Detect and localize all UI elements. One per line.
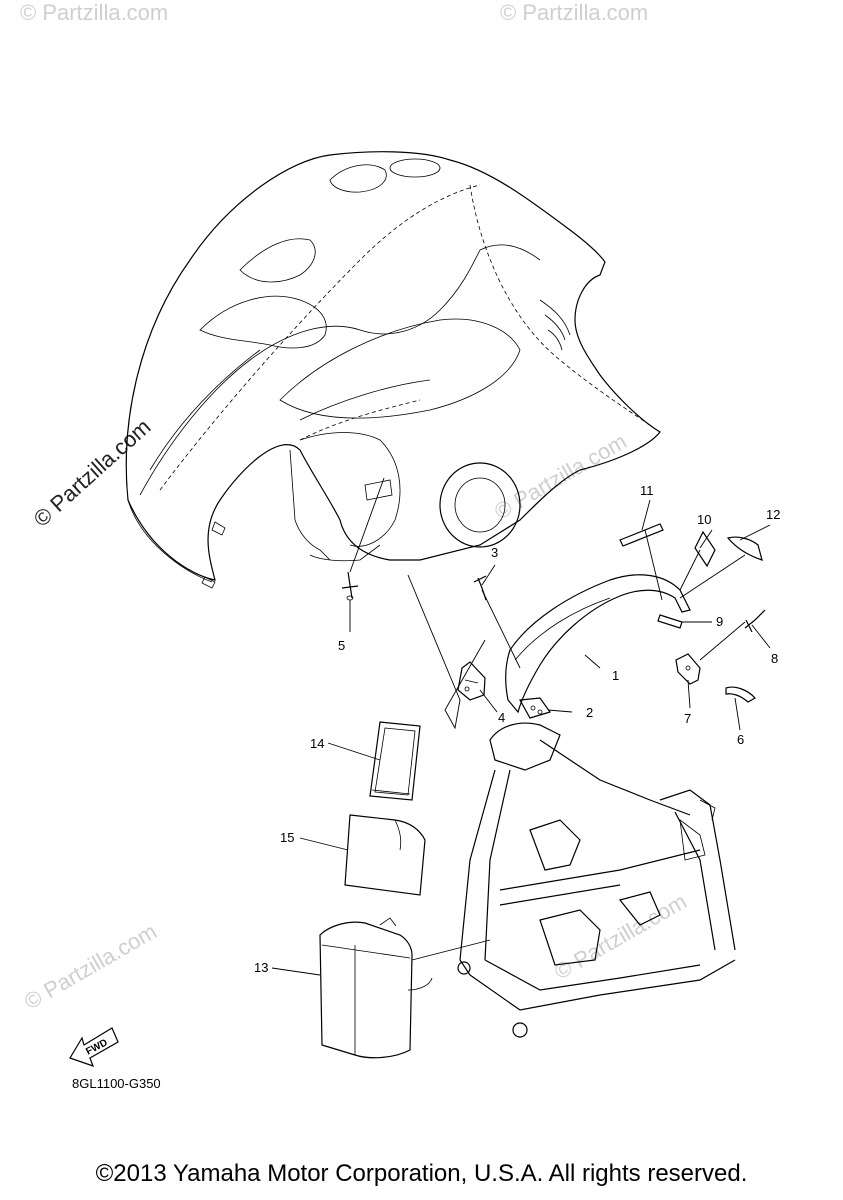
- label-part-3: 3: [491, 545, 498, 560]
- label-part-4: 4: [498, 710, 505, 725]
- fwd-arrow-icon: FWD: [69, 1027, 119, 1067]
- stay-bracket-1: [505, 574, 691, 714]
- part-15-cover: [344, 814, 426, 896]
- part-9-pad: [657, 614, 683, 629]
- part-8-screw: [744, 609, 766, 633]
- label-part-8: 8: [771, 651, 778, 666]
- label-part-7: 7: [684, 711, 691, 726]
- part-6-band: [725, 686, 756, 703]
- label-part-14: 14: [310, 736, 324, 751]
- watermark-faint-top-left: © Partzilla.com: [20, 0, 168, 25]
- label-part-5: 5: [338, 638, 345, 653]
- part-13-box: [319, 917, 433, 1059]
- part-3-screw: [473, 575, 487, 601]
- watermark-faint-top-mid: © Partzilla.com: [500, 0, 648, 25]
- fuel-tank-assembly: [125, 151, 661, 589]
- part-14-element: [369, 721, 421, 801]
- watermark-faint-lower-left: © Partzilla.com: [20, 919, 161, 1015]
- watermark-faint-mid: © Partzilla.com: [490, 429, 631, 525]
- label-part-11: 11: [640, 483, 654, 498]
- diagram-code: 8GL1100-G350: [72, 1076, 161, 1091]
- copyright-footer: ©2013 Yamaha Motor Corporation, U.S.A. A…: [95, 1160, 748, 1187]
- part-5-screw: [341, 571, 359, 601]
- label-part-10: 10: [697, 512, 711, 527]
- part-11-sticker: [619, 523, 664, 547]
- part-10-sticker: [694, 530, 716, 568]
- part-12-sticker: [726, 536, 763, 561]
- label-part-6: 6: [737, 732, 744, 747]
- label-part-15: 15: [280, 830, 294, 845]
- label-part-12: 12: [766, 507, 780, 522]
- label-part-13: 13: [254, 960, 268, 975]
- part-7-clip: [675, 653, 701, 685]
- label-part-9: 9: [716, 614, 723, 629]
- part-2-clip: [519, 697, 551, 719]
- frame-assembly: [457, 722, 736, 1038]
- leader-lines: [271, 477, 771, 976]
- watermark-main: © Partzilla.com: [29, 414, 156, 532]
- label-part-1: 1: [612, 668, 619, 683]
- label-part-2: 2: [586, 705, 593, 720]
